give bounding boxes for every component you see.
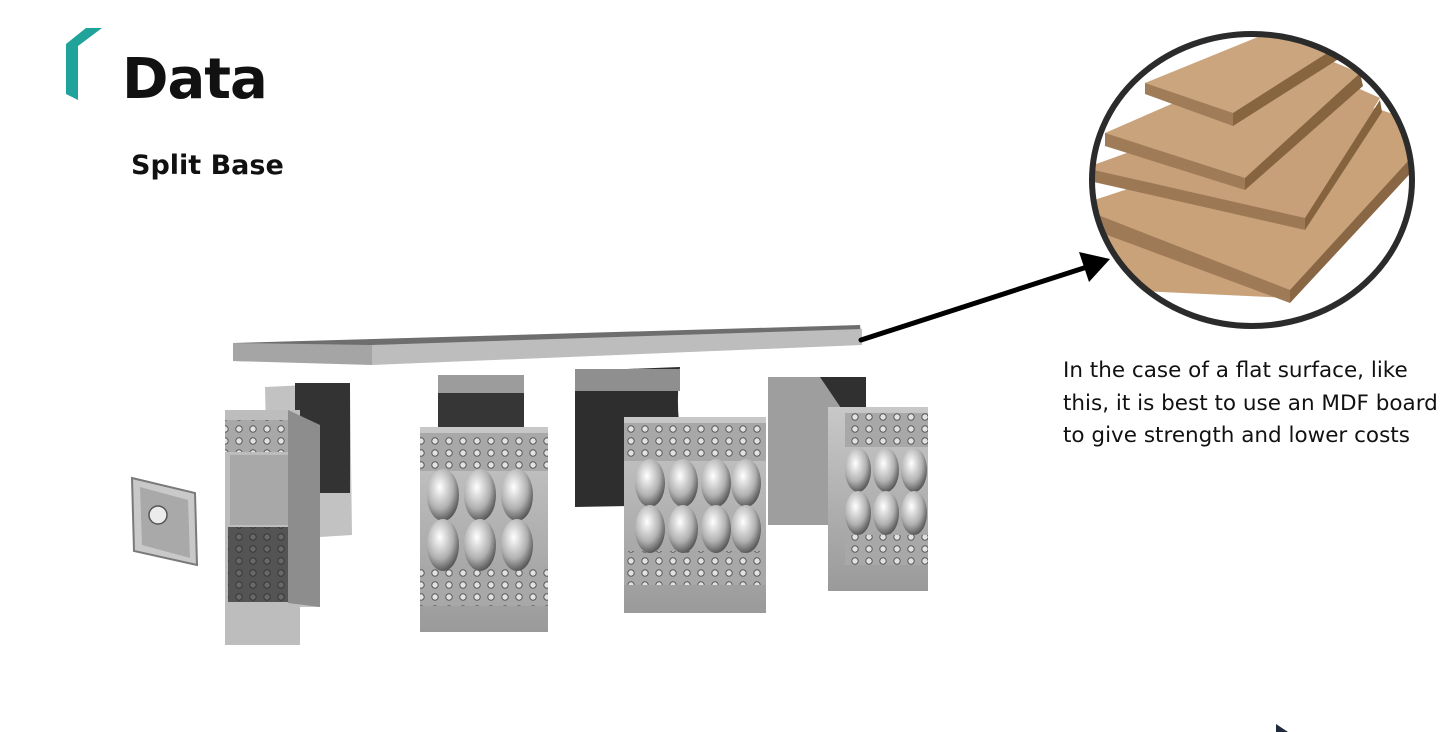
page-title: Data [122,47,268,112]
page-subtitle: Split Base [131,150,284,181]
caption-text: In the case of a flat surface, like this… [1063,358,1438,448]
play-arrow-icon[interactable] [1270,722,1292,732]
arrow-icon [858,252,1110,343]
teal-bracket-icon [66,28,102,100]
split-base-model-image [130,325,928,645]
mdf-board-image [1089,31,1415,329]
